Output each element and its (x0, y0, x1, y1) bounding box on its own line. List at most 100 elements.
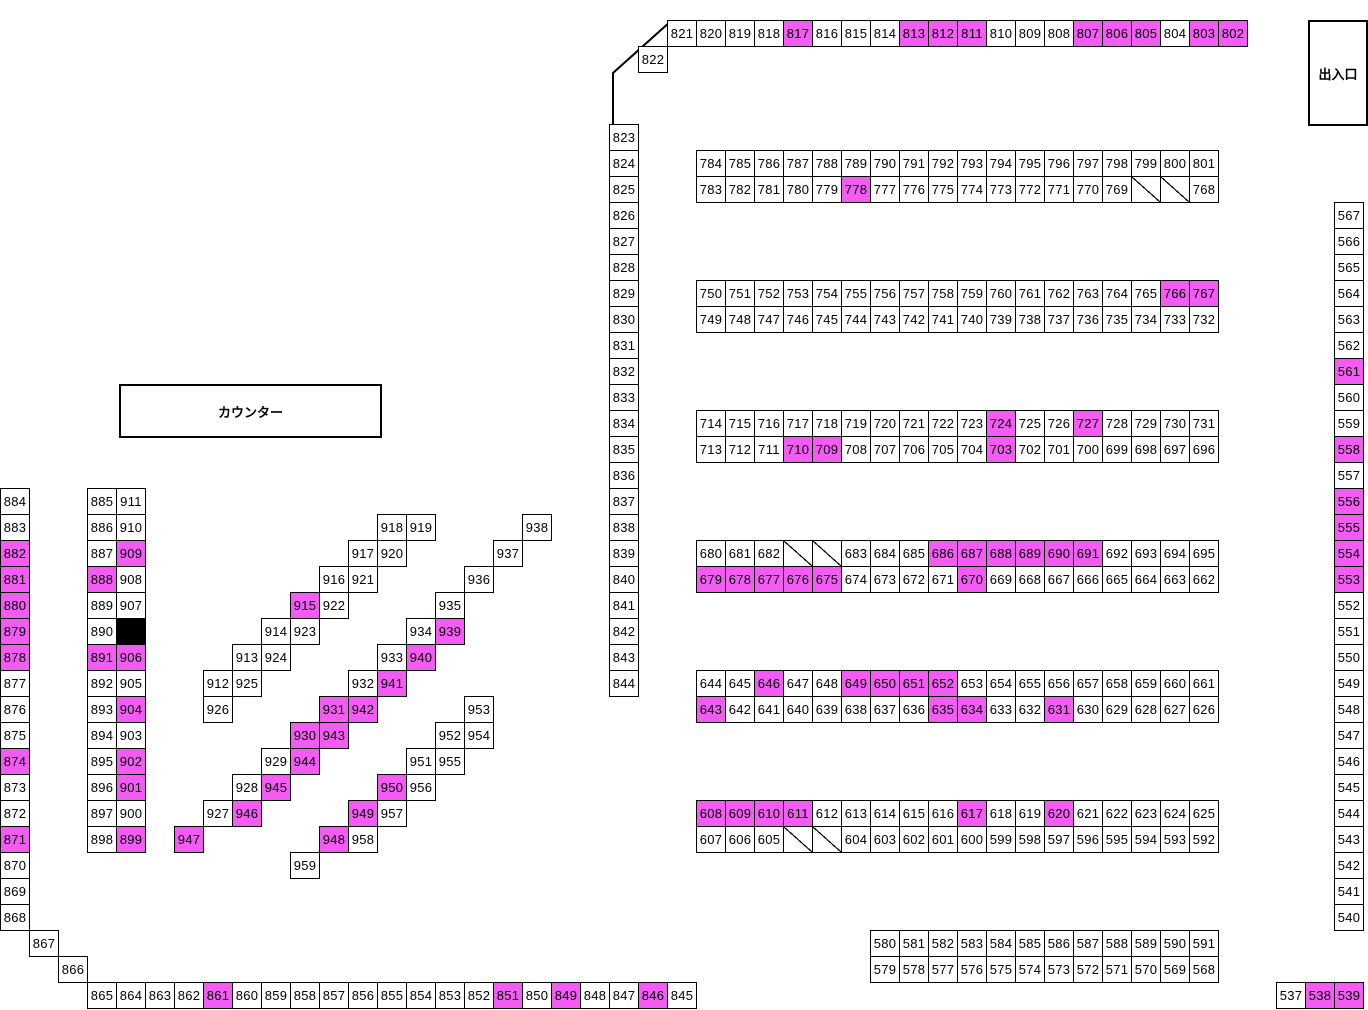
seat-959[interactable]: 959 (290, 852, 320, 879)
seat-790[interactable]: 790 (870, 150, 900, 177)
seat-633[interactable]: 633 (986, 696, 1016, 723)
seat-617[interactable]: 617 (957, 800, 987, 827)
seat-570[interactable]: 570 (1131, 956, 1161, 983)
seat-828[interactable]: 828 (609, 254, 639, 281)
seat-823[interactable]: 823 (609, 124, 639, 151)
seat-786[interactable]: 786 (754, 150, 784, 177)
seat-568[interactable]: 568 (1189, 956, 1219, 983)
unavailable-seat[interactable] (783, 826, 813, 853)
unavailable-seat[interactable] (812, 540, 842, 567)
seat-764[interactable]: 764 (1102, 280, 1132, 307)
seat-678[interactable]: 678 (725, 566, 755, 593)
seat-649[interactable]: 649 (841, 670, 871, 697)
seat-830[interactable]: 830 (609, 306, 639, 333)
seat-807[interactable]: 807 (1073, 20, 1103, 47)
seat-640[interactable]: 640 (783, 696, 813, 723)
seat-604[interactable]: 604 (841, 826, 871, 853)
seat-719[interactable]: 719 (841, 410, 871, 437)
seat-626[interactable]: 626 (1189, 696, 1219, 723)
seat-909[interactable]: 909 (116, 540, 146, 567)
seat-945[interactable]: 945 (261, 774, 291, 801)
seat-852[interactable]: 852 (464, 982, 494, 1009)
seat-648[interactable]: 648 (812, 670, 842, 697)
seat-863[interactable]: 863 (145, 982, 175, 1009)
seat-868[interactable]: 868 (0, 904, 30, 931)
seat-623[interactable]: 623 (1131, 800, 1161, 827)
seat-772[interactable]: 772 (1015, 176, 1045, 203)
seat-806[interactable]: 806 (1102, 20, 1132, 47)
seat-917[interactable]: 917 (348, 540, 378, 567)
seat-722[interactable]: 722 (928, 410, 958, 437)
seat-905[interactable]: 905 (116, 670, 146, 697)
seat-920[interactable]: 920 (377, 540, 407, 567)
seat-876[interactable]: 876 (0, 696, 30, 723)
seat-919[interactable]: 919 (406, 514, 436, 541)
seat-874[interactable]: 874 (0, 748, 30, 775)
seat-891[interactable]: 891 (87, 644, 117, 671)
seat-538[interactable]: 538 (1305, 982, 1335, 1009)
seat-812[interactable]: 812 (928, 20, 958, 47)
seat-939[interactable]: 939 (435, 618, 465, 645)
seat-760[interactable]: 760 (986, 280, 1016, 307)
seat-768[interactable]: 768 (1189, 176, 1219, 203)
seat-900[interactable]: 900 (116, 800, 146, 827)
seat-662[interactable]: 662 (1189, 566, 1219, 593)
seat-699[interactable]: 699 (1102, 436, 1132, 463)
seat-819[interactable]: 819 (725, 20, 755, 47)
seat-660[interactable]: 660 (1160, 670, 1190, 697)
seat-723[interactable]: 723 (957, 410, 987, 437)
seat-706[interactable]: 706 (899, 436, 929, 463)
seat-798[interactable]: 798 (1102, 150, 1132, 177)
seat-824[interactable]: 824 (609, 150, 639, 177)
seat-639[interactable]: 639 (812, 696, 842, 723)
seat-638[interactable]: 638 (841, 696, 871, 723)
seat-624[interactable]: 624 (1160, 800, 1190, 827)
seat-950[interactable]: 950 (377, 774, 407, 801)
seat-810[interactable]: 810 (986, 20, 1016, 47)
seat-685[interactable]: 685 (899, 540, 929, 567)
seat-831[interactable]: 831 (609, 332, 639, 359)
seat-833[interactable]: 833 (609, 384, 639, 411)
seat-752[interactable]: 752 (754, 280, 784, 307)
seat-779[interactable]: 779 (812, 176, 842, 203)
seat-904[interactable]: 904 (116, 696, 146, 723)
seat-634[interactable]: 634 (957, 696, 987, 723)
seat-932[interactable]: 932 (348, 670, 378, 697)
unavailable-seat[interactable] (812, 826, 842, 853)
seat-594[interactable]: 594 (1131, 826, 1161, 853)
seat-873[interactable]: 873 (0, 774, 30, 801)
seat-937[interactable]: 937 (493, 540, 523, 567)
seat-720[interactable]: 720 (870, 410, 900, 437)
seat-851[interactable]: 851 (493, 982, 523, 1009)
seat-715[interactable]: 715 (725, 410, 755, 437)
seat-645[interactable]: 645 (725, 670, 755, 697)
seat-673[interactable]: 673 (870, 566, 900, 593)
seat-736[interactable]: 736 (1073, 306, 1103, 333)
seat-784[interactable]: 784 (696, 150, 726, 177)
seat-671[interactable]: 671 (928, 566, 958, 593)
seat-550[interactable]: 550 (1334, 644, 1364, 671)
seat-941[interactable]: 941 (377, 670, 407, 697)
seat-726[interactable]: 726 (1044, 410, 1074, 437)
seat-666[interactable]: 666 (1073, 566, 1103, 593)
seat-886[interactable]: 886 (87, 514, 117, 541)
seat-738[interactable]: 738 (1015, 306, 1045, 333)
seat-869[interactable]: 869 (0, 878, 30, 905)
seat-943[interactable]: 943 (319, 722, 349, 749)
seat-595[interactable]: 595 (1102, 826, 1132, 853)
seat-877[interactable]: 877 (0, 670, 30, 697)
seat-849[interactable]: 849 (551, 982, 581, 1009)
seat-781[interactable]: 781 (754, 176, 784, 203)
seat-942[interactable]: 942 (348, 696, 378, 723)
seat-731[interactable]: 731 (1189, 410, 1219, 437)
seat-637[interactable]: 637 (870, 696, 900, 723)
seat-801[interactable]: 801 (1189, 150, 1219, 177)
seat-668[interactable]: 668 (1015, 566, 1045, 593)
seat-558[interactable]: 558 (1334, 436, 1364, 463)
seat-647[interactable]: 647 (783, 670, 813, 697)
seat-547[interactable]: 547 (1334, 722, 1364, 749)
seat-610[interactable]: 610 (754, 800, 784, 827)
seat-590[interactable]: 590 (1160, 930, 1190, 957)
seat-583[interactable]: 583 (957, 930, 987, 957)
seat-843[interactable]: 843 (609, 644, 639, 671)
